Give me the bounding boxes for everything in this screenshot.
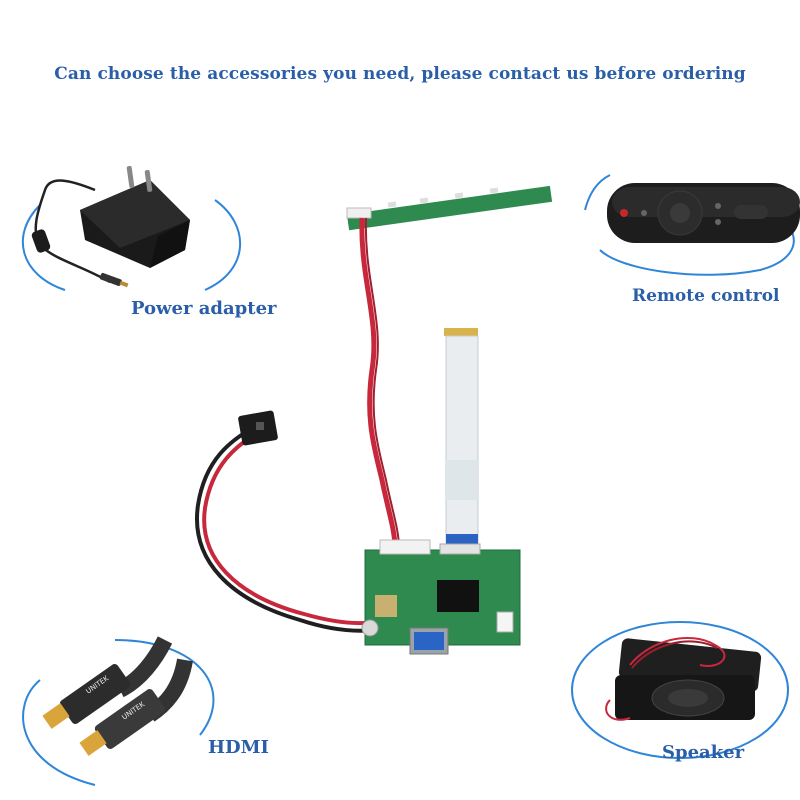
main-pcb <box>361 539 521 655</box>
remote-control-image <box>607 183 800 243</box>
remote-control-frame <box>599 227 795 276</box>
speaker-image <box>605 637 762 721</box>
power-adapter-group <box>21 165 241 291</box>
power-adapter-frame <box>21 199 241 291</box>
headline: Can choose the accessories you need, ple… <box>54 64 746 84</box>
hdmi-group: UNITEK UNITEK <box>22 636 215 786</box>
speaker-label: Speaker <box>662 742 745 763</box>
keypad-board <box>346 185 553 231</box>
speaker-frame <box>571 621 789 759</box>
power-cable <box>195 410 377 633</box>
hdmi-frame <box>22 639 215 786</box>
hdmi-label: HDMI <box>208 737 269 758</box>
power-adapter-label: Power adapter <box>131 298 277 319</box>
hdmi-cable-image: UNITEK UNITEK <box>42 636 193 756</box>
driver-board-group <box>195 185 553 655</box>
fpc-flex-cable <box>444 328 479 548</box>
speaker-group <box>571 621 789 759</box>
remote-control-group <box>584 174 800 276</box>
power-adapter-image <box>31 165 190 288</box>
remote-control-label: Remote control <box>632 286 780 306</box>
keypad-cable <box>359 217 398 549</box>
